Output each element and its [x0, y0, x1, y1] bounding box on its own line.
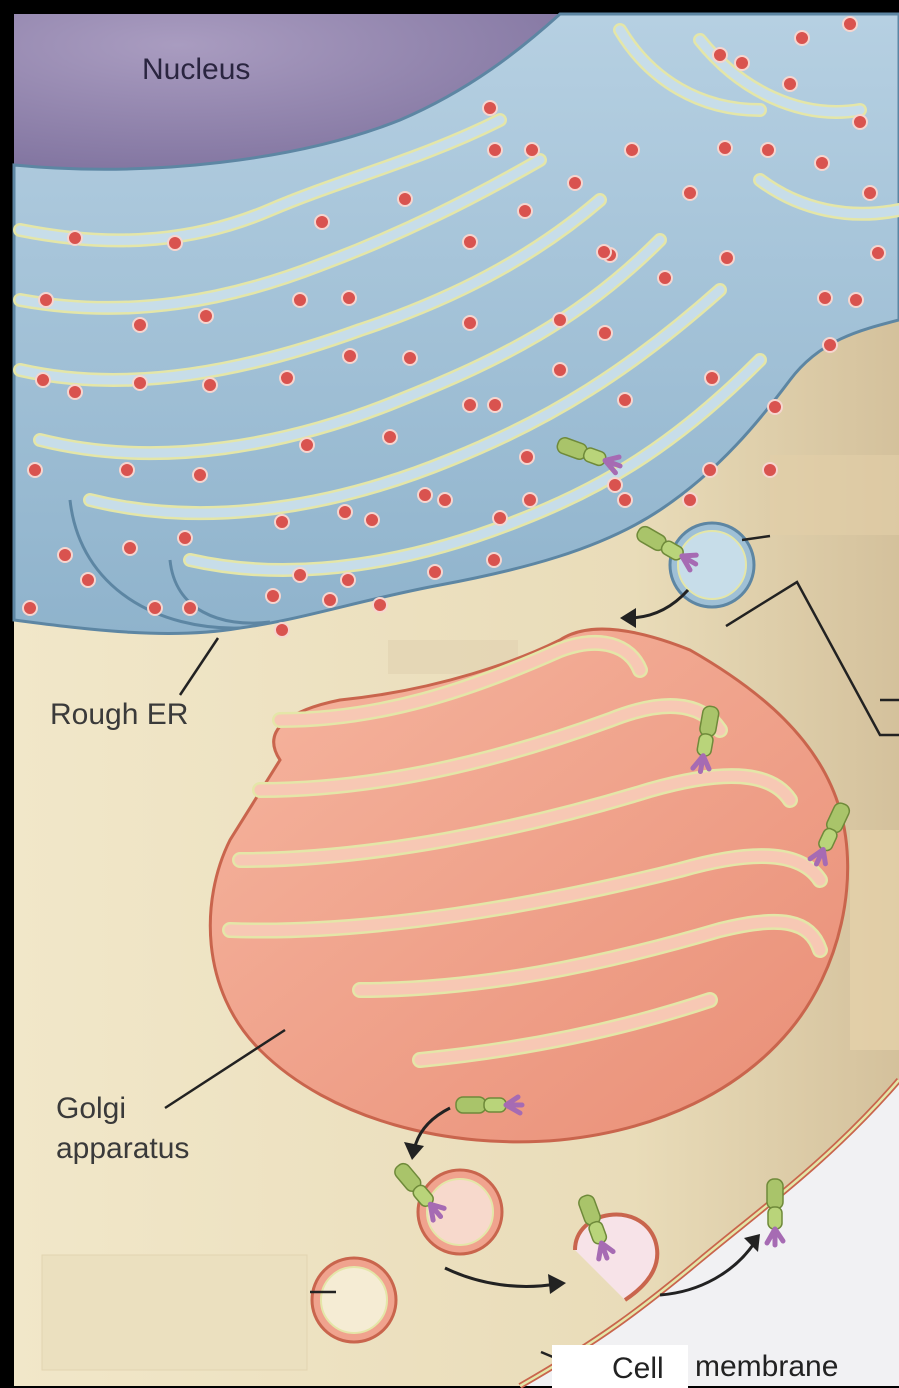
ribosome-dot — [568, 176, 582, 190]
ribosome-dot — [293, 568, 307, 582]
ribosome-dot — [418, 488, 432, 502]
protein-marker — [456, 1097, 522, 1113]
ribosome-dot — [275, 515, 289, 529]
ribosome-dot — [133, 318, 147, 332]
ribosome-dot — [763, 463, 777, 477]
ribosome-dot — [68, 385, 82, 399]
ribosome-dot — [133, 376, 147, 390]
nucleus-label: Nucleus — [142, 53, 250, 86]
ribosome-dot — [341, 573, 355, 587]
ribosome-dot — [525, 143, 539, 157]
ribosome-dot — [705, 371, 719, 385]
ribosome-dot — [203, 378, 217, 392]
ribosome-dot — [618, 393, 632, 407]
ribosome-dot — [23, 601, 37, 615]
ribosome-dot — [338, 505, 352, 519]
ribosome-dot — [598, 326, 612, 340]
ribosome-dot — [120, 463, 134, 477]
golgi-label-line1: Golgi — [56, 1092, 126, 1125]
ribosome-dot — [768, 400, 782, 414]
ribosome-dot — [193, 468, 207, 482]
ribosome-dot — [266, 589, 280, 603]
ribosome-dot — [608, 478, 622, 492]
ribosome-dot — [488, 143, 502, 157]
ribosome-dot — [658, 271, 672, 285]
ribosome-dot — [300, 438, 314, 452]
ribosome-dot — [625, 143, 639, 157]
ribosome-dot — [713, 48, 727, 62]
ribosome-dot — [168, 236, 182, 250]
ribosome-dot — [28, 463, 42, 477]
ribosome-dot — [795, 31, 809, 45]
ribosome-dot — [761, 143, 775, 157]
ribosome-dot — [818, 291, 832, 305]
ribosome-dot — [373, 598, 387, 612]
cell-label: Cell — [612, 1352, 664, 1385]
ribosome-dot — [438, 493, 452, 507]
ribosome-dot — [823, 338, 837, 352]
ribosome-dot — [488, 398, 502, 412]
secretory-vesicle-2 — [312, 1258, 396, 1342]
ribosome-dot — [735, 56, 749, 70]
ribosome-dot — [58, 548, 72, 562]
ribosome-dot — [199, 309, 213, 323]
ribosome-dot — [843, 17, 857, 31]
placeholder-box-right — [850, 830, 899, 1050]
ribosome-dot — [553, 363, 567, 377]
placeholder-box-top — [770, 455, 899, 535]
ribosome-dot — [863, 186, 877, 200]
ribosome-dot — [342, 291, 356, 305]
ribosome-dot — [483, 101, 497, 115]
ribosome-dot — [383, 430, 397, 444]
ribosome-dot — [36, 373, 50, 387]
ribosome-dot — [183, 601, 197, 615]
ribosome-dot — [315, 215, 329, 229]
ribosome-dot — [815, 156, 829, 170]
ribosome-dot — [683, 186, 697, 200]
ribosome-dot — [148, 601, 162, 615]
ribosome-dot — [703, 463, 717, 477]
ribosome-dot — [68, 231, 82, 245]
ribosome-dot — [343, 349, 357, 363]
golgi-label-line2: apparatus — [56, 1132, 189, 1165]
ribosome-dot — [398, 192, 412, 206]
ribosome-dot — [39, 293, 53, 307]
ribosome-dot — [123, 541, 137, 555]
ribosome-dot — [493, 511, 507, 525]
protein-marker — [767, 1179, 783, 1245]
ribosome-dot — [553, 313, 567, 327]
ribosome-dot — [871, 246, 885, 260]
ribosome-dot — [428, 565, 442, 579]
ribosome-dot — [853, 115, 867, 129]
ribosome-dot — [403, 351, 417, 365]
membrane-label: membrane — [695, 1350, 838, 1383]
ribosome-dot — [783, 77, 797, 91]
ribosome-dot — [618, 493, 632, 507]
ribosome-dot — [520, 450, 534, 464]
ribosome-dot — [280, 371, 294, 385]
ribosome-dot — [365, 513, 379, 527]
ribosome-dot — [849, 293, 863, 307]
ribosome-dot — [463, 316, 477, 330]
ribosome-dot — [275, 623, 289, 637]
ribosome-dot — [463, 235, 477, 249]
ribosome-dot — [487, 553, 501, 567]
ribosome-dot — [683, 493, 697, 507]
ribosome-dot — [323, 593, 337, 607]
ribosome-dot — [518, 204, 532, 218]
ribosome-dot — [597, 245, 611, 259]
ribosome-dot — [463, 398, 477, 412]
placeholder-box-bottom — [42, 1255, 307, 1370]
ribosome-dot — [523, 493, 537, 507]
ribosome-dot — [718, 141, 732, 155]
rough-er-label: Rough ER — [50, 698, 188, 731]
ribosome-dot — [178, 531, 192, 545]
ribosome-dot — [720, 251, 734, 265]
ribosome-dot — [293, 293, 307, 307]
ribosome-dot — [81, 573, 95, 587]
